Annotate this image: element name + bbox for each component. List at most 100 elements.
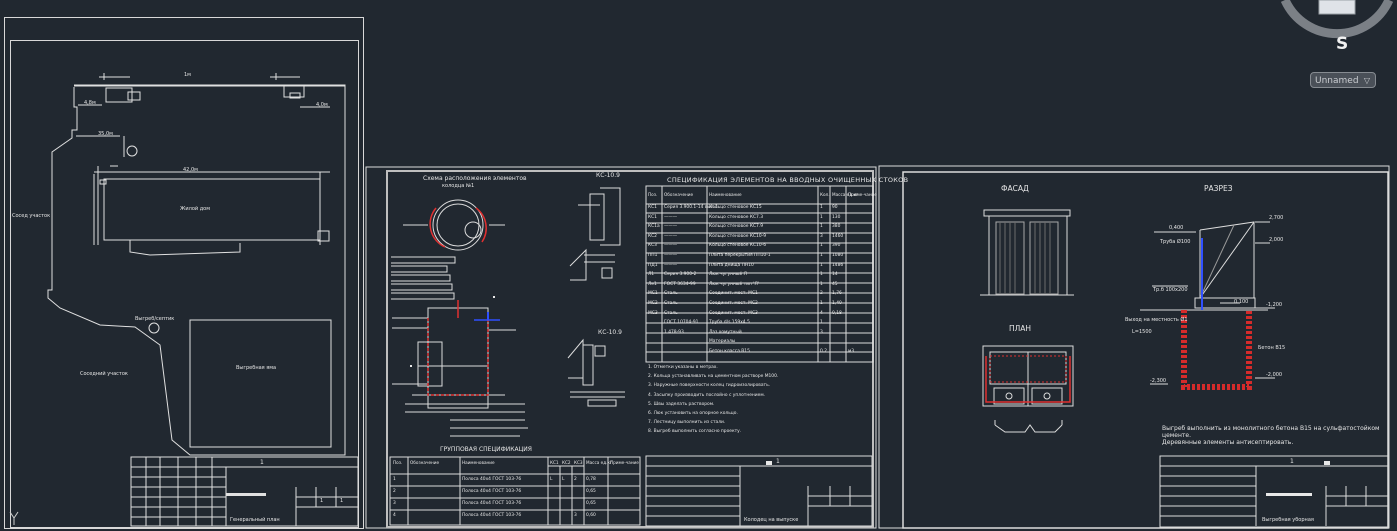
spec-cell: Кольцо стеновое КС10-6 [709, 243, 767, 249]
spec-cell: Плита днища ПН10 [709, 262, 754, 268]
spec-cell: 1.478-93 [664, 329, 684, 335]
sheet3-note: Деревянные элементы антисептировать. [1162, 439, 1294, 446]
spec-cell: 1 [820, 243, 823, 249]
facade-title: ФАСАД [1001, 184, 1029, 193]
spec-cell: 1 [820, 262, 823, 268]
sheet2-stamp-code: 1 [776, 458, 780, 465]
spec-cell: 90 [832, 205, 838, 210]
spec-cell: КС3 [648, 243, 657, 249]
spec-cell: Соединит. мост. МС1 [709, 291, 758, 297]
viewcube-widget[interactable] [1277, 0, 1397, 70]
vertical-scrollbar[interactable] [1385, 118, 1395, 318]
spec-cell: МС1 [648, 291, 658, 297]
sheet3-note: цементе. [1162, 432, 1192, 439]
elevation-mark: 0,100 [1234, 299, 1249, 305]
spec-cell: 1 [820, 281, 823, 287]
group-cell: 0,78 [586, 477, 596, 482]
sheet1-title: Генеральный план [230, 517, 280, 523]
group-cell: L [562, 477, 565, 482]
well-plan-circle [432, 199, 484, 251]
group-cell: 3 [393, 501, 396, 506]
group-header-cell: Обозначение [410, 460, 440, 465]
neighbor-label: Сосед участок [12, 213, 51, 219]
ucs-icon [9, 511, 19, 525]
spec-cell: Лаз хомутный [709, 329, 742, 335]
group-header-cell: КС2 [562, 460, 571, 465]
spec-cell: Люк чугунный тип 'Л' [709, 281, 759, 287]
septic-area [189, 319, 332, 448]
spec-cell: Соединит. мост. МС2 [709, 301, 758, 306]
spec-cell: 1 [820, 214, 823, 220]
sheet-outhouse [878, 165, 1390, 529]
spec-table [645, 185, 874, 363]
spec-cell: 45 [832, 281, 838, 287]
group-cell: L [550, 477, 553, 482]
spec-cell: КС1а [648, 224, 660, 230]
spec-cell: КС1 [648, 214, 657, 220]
spec-cell: Сталь [664, 291, 678, 297]
spec-cell: ——— [664, 253, 678, 258]
spec-cell: ——— [664, 224, 678, 230]
plan-title: ПЛАН [1009, 324, 1032, 333]
spec-cell: Ле1 [648, 281, 657, 287]
spec-cell: 1080 [832, 253, 844, 258]
elevation-mark: 2,700 [1269, 215, 1284, 221]
group-cell: Полоса 40x4 ГОСТ 103-76 [462, 477, 522, 482]
elevation-mark: 0,400 [1169, 225, 1184, 231]
lot-boundary-line [47, 84, 346, 456]
spec-cell: 1486 [832, 262, 844, 268]
spec-cell: 1 [820, 224, 823, 230]
spec-cell: 1 [820, 320, 823, 326]
compass-direction-label[interactable]: S [1336, 34, 1349, 54]
spec-cell: ——— [664, 214, 678, 220]
sheet1-stamp-code: 1 [260, 459, 264, 466]
note-line: 7. Лестницу выполнить из стали. [648, 420, 726, 426]
septic-label: Выгреб/септик [135, 316, 175, 322]
spec-cell: 0,18 [832, 310, 842, 316]
spec-cell: 4 [820, 310, 823, 316]
sheet2-title-block [645, 455, 873, 527]
note-line: 5. Швы заделать раствором. [648, 401, 715, 407]
spec-cell: КС2 [648, 233, 657, 239]
pit-label: Выгребная яма [236, 365, 277, 371]
group-cell: Полоса 40x4 ГОСТ 103-76 [462, 513, 522, 518]
spec-cell: Серия 3.900.1-14 вып.1 [664, 205, 718, 210]
spec-header-cell: Наименование [709, 192, 742, 197]
named-view-dropdown[interactable]: Unnamed ▽ [1310, 72, 1376, 88]
spec-cell: 2 [820, 291, 823, 297]
group-cell: 1 [393, 477, 396, 482]
spec-cell: 1,40 [832, 301, 842, 306]
group-header-cell: Масса ед.кг [586, 460, 613, 465]
sheet1-sheet-no: 1 [320, 498, 324, 504]
site-dim-label: 4,8м [84, 100, 96, 106]
spec-cell: 380 [832, 224, 841, 230]
sheet3-stamp-code: 1 [1290, 458, 1294, 465]
spec-cell: МС3 [648, 310, 658, 316]
spec-header-cell: Масса ед.кг [832, 192, 859, 197]
note-line: 3. Наружные поверхности колец гидроизоли… [648, 383, 771, 389]
elevation-mark: -2,300 [1150, 378, 1167, 384]
spec-cell: 1460 [832, 233, 844, 239]
spec-cell: 1 [820, 301, 823, 306]
spec-header-cell: Приме-чание [848, 192, 877, 197]
sheet-site-plan[interactable] [4, 17, 364, 529]
group-cell: 2 [574, 477, 577, 482]
group-cell: 2 [393, 489, 396, 494]
elevation-mark: 2,000 [1269, 237, 1284, 243]
spec-cell: Соединит. мост. МС3 [709, 310, 758, 316]
vent-length-label: L=1500 [1132, 329, 1152, 335]
house-outline [103, 178, 321, 241]
spec-header-cell: Обозначение [664, 192, 694, 197]
vent-label: Выход на местность Ø1 [1125, 317, 1188, 323]
spec-cell: Л1 [648, 272, 655, 278]
group-header-cell: КС1 [550, 460, 559, 465]
spec-cell: Сталь [664, 301, 678, 306]
spec-cell: ГОСТ 3634-99 [664, 281, 696, 287]
spec-cell: 1 [820, 253, 823, 258]
spec-cell: Кольцо стеновое КС10-9 [709, 233, 767, 239]
group-cell: Полоса 40x4 ГОСТ 103-76 [462, 501, 522, 506]
note-line: 1. Отметки указаны в метрах. [648, 365, 718, 370]
scheme-subtitle: колодца №1 [442, 183, 475, 189]
spec-cell: Люк чугунный Л [709, 272, 747, 278]
